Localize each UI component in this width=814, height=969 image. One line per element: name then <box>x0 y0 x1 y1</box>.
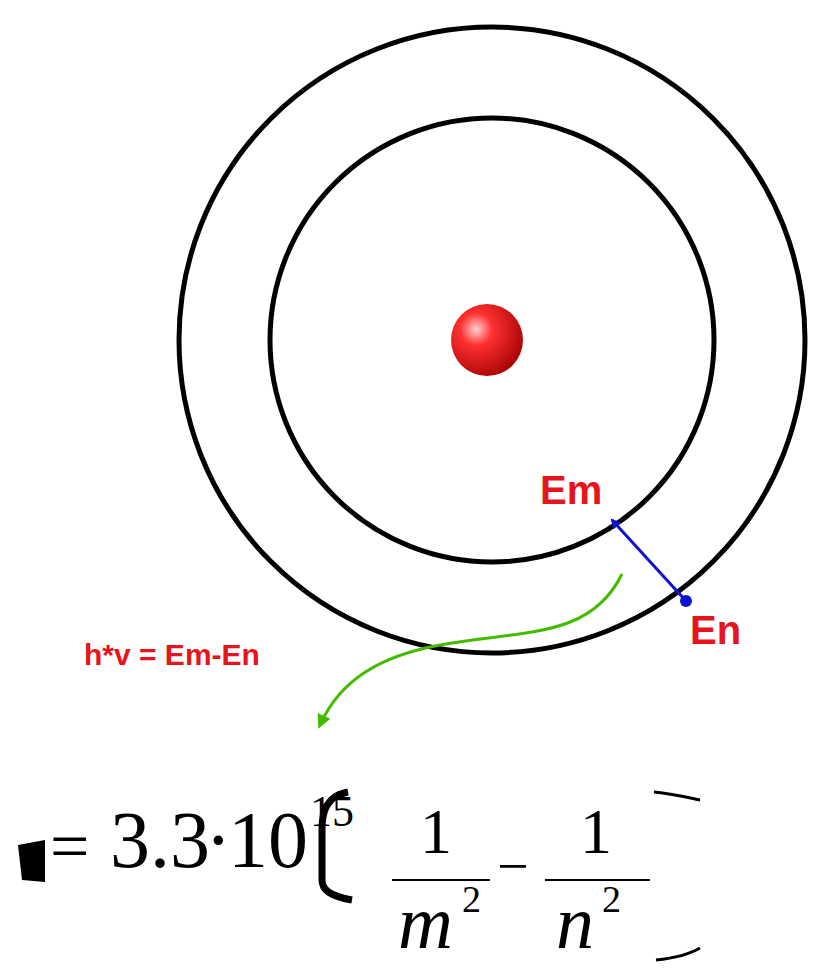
formula-symbol: = <box>50 812 89 882</box>
formula-numerator: 1 <box>420 800 452 864</box>
symbol-blob <box>18 840 45 882</box>
orbit-energy-label: En <box>690 610 741 650</box>
formula-variable: n <box>556 884 594 960</box>
formula-number: 10 <box>228 800 308 880</box>
right-bracket-bottom <box>656 948 700 960</box>
photon-energy-equation: h*v = Em-En <box>84 640 260 670</box>
photon-wave-arrow <box>320 574 622 725</box>
formula-exponent: 2 <box>602 880 621 918</box>
electron-jump-arrow <box>612 520 686 601</box>
nucleus <box>451 304 523 376</box>
inner-orbit <box>270 118 714 562</box>
formula-symbol: · <box>205 800 232 880</box>
formula-exponent: 2 <box>462 880 481 918</box>
outer-orbit <box>179 27 805 653</box>
formula-variable: m <box>398 884 453 960</box>
formula-numerator: 1 <box>580 800 612 864</box>
fraction-bar <box>545 879 650 881</box>
right-bracket-top <box>654 792 700 800</box>
formula-number: 3.3 <box>110 800 210 880</box>
formula-exponent: 15 <box>310 790 354 834</box>
electron-dot <box>680 595 692 607</box>
orbit-energy-label: Em <box>540 470 602 510</box>
formula-symbol: − <box>497 838 529 894</box>
